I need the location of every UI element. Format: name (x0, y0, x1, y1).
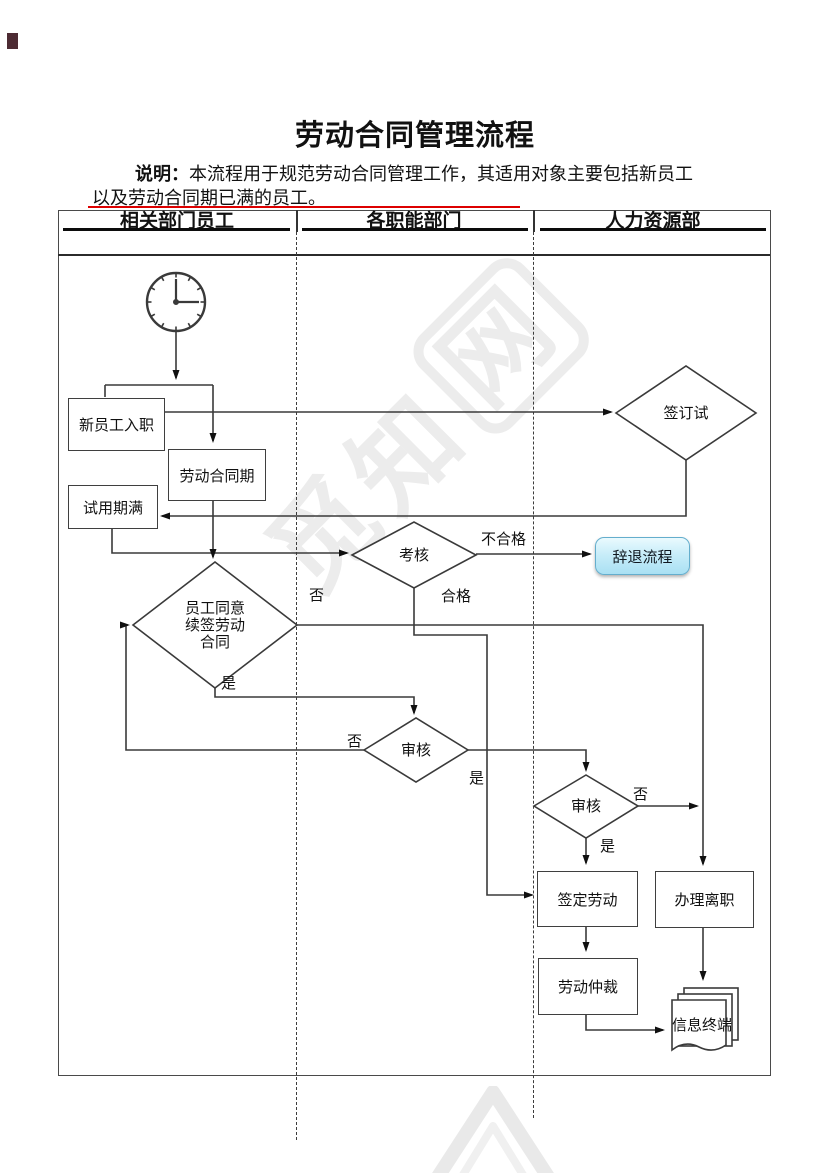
corner-mark (7, 33, 18, 49)
header-underline-2 (302, 228, 528, 231)
label-review2-yes: 是 (600, 838, 616, 855)
page-title: 劳动合同管理流程 (294, 120, 535, 152)
label-agree-line2: 续签劳动 (184, 616, 245, 634)
label-agree-no: 否 (309, 587, 325, 604)
label-agree-yes: 是 (221, 675, 237, 692)
label-assess: 考核 (398, 546, 429, 564)
label-review1: 审核 (400, 741, 431, 759)
note-text-2: 以及劳动合同期已满的员工。 (92, 188, 326, 208)
label-info-terminal: 信息终端 (671, 1017, 732, 1034)
node-contract-period: 劳动合同期 (168, 449, 266, 501)
node-arbitration: 劳动仲裁 (538, 958, 638, 1015)
lane-separator-1-solid (296, 210, 298, 232)
label-agree-line1: 员工同意 (184, 599, 245, 617)
node-new-employee: 新员工入职 (68, 398, 165, 451)
node-dismiss-process: 辞退流程 (595, 537, 690, 575)
label-sign-trial: 签订试 (663, 404, 709, 422)
note-line-1: 说明：本流程用于规范劳动合同管理工作，其适用对象主要包括新员工 (135, 163, 693, 185)
label-unqualified: 不合格 (481, 531, 527, 548)
red-underline (88, 206, 520, 208)
node-sign-labor: 签定劳动 (537, 871, 638, 927)
header-underline-3 (540, 228, 766, 231)
label-review2-no: 否 (633, 786, 649, 803)
header-underline-1 (63, 228, 290, 231)
lane-header-departments: 各职能部门 (366, 211, 462, 232)
lane-separator-2-dashed (533, 232, 534, 1118)
label-qualified: 合格 (441, 588, 472, 605)
label-review1-no: 否 (347, 733, 363, 750)
diagram-frame (58, 210, 771, 1076)
label-agree-line3: 合同 (199, 633, 230, 651)
bottom-logo-watermark (432, 1086, 554, 1173)
label-review1-yes: 是 (469, 770, 485, 787)
lane-header-employees: 相关部门员工 (119, 211, 234, 232)
node-probation-end: 试用期满 (68, 485, 158, 529)
lane-separator-1-dashed (296, 232, 297, 1140)
lane-header-hr: 人力资源部 (605, 211, 701, 232)
label-review2: 审核 (570, 797, 601, 815)
note-text-1: 本流程用于规范劳动合同管理工作，其适用对象主要包括新员工 (189, 164, 693, 184)
note-label: 说明： (135, 164, 189, 184)
node-resign: 办理离职 (655, 871, 754, 928)
header-sub-line (58, 254, 770, 256)
label-agree-renew: 员工同意 续签劳动 合同 (165, 599, 265, 651)
lane-separator-2-solid (533, 210, 535, 232)
